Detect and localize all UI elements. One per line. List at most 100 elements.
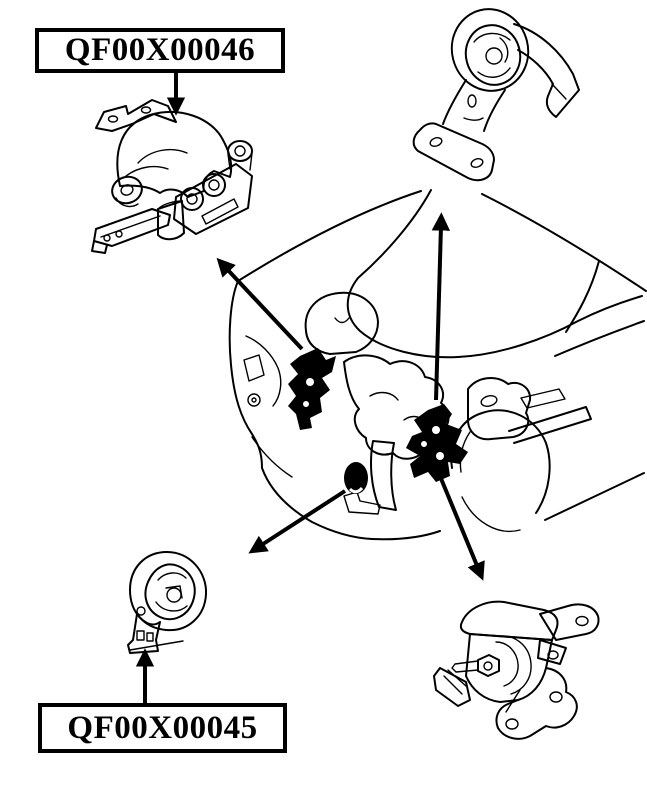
- bolt-boss: [202, 173, 226, 197]
- mount-bracket: [127, 613, 161, 654]
- highlight-front-mount-location: [344, 462, 368, 494]
- highlight-right-mount-location: [288, 348, 336, 430]
- boss-detail-line: [115, 197, 139, 208]
- bracket-slot: [136, 630, 145, 641]
- rubber-crescent: [495, 641, 519, 687]
- bushing-inner-ring: [464, 24, 522, 86]
- side-bolt-hole: [136, 606, 146, 616]
- wheel-arch: [450, 409, 551, 514]
- lower-cylinder: [157, 200, 185, 241]
- mount-dome-outline: [116, 111, 233, 198]
- bolt-boss: [180, 187, 204, 211]
- door-crease-line: [554, 320, 645, 357]
- bolt-hole: [186, 193, 198, 205]
- rubber-crescent: [157, 572, 187, 581]
- dome-detail-line: [137, 148, 188, 164]
- right-arm: [539, 603, 600, 641]
- vehicle-front-three-quarter-drawing: [228, 189, 647, 541]
- mount-top-cap: [459, 600, 559, 641]
- left-boss-hole: [120, 184, 134, 196]
- left-lower-bracket: [433, 667, 471, 707]
- front-lower-edge: [371, 530, 441, 541]
- flange-foot: [412, 122, 495, 182]
- right-strut-tower: [467, 377, 532, 441]
- windshield-and-cowl: [346, 189, 643, 359]
- rocker-sill-line: [544, 472, 645, 521]
- highlight-hole: [432, 426, 440, 434]
- mount-inner-ring: [144, 563, 196, 621]
- top-left-engine-mount-drawing: [91, 99, 253, 254]
- bracket-slot: [146, 632, 154, 642]
- part-number-callout-bottom[interactable]: QF00X00045: [38, 703, 287, 753]
- rail-hole: [115, 230, 123, 238]
- highlight-hole: [421, 441, 427, 447]
- part-number-callout-top[interactable]: QF00X00046: [35, 28, 285, 73]
- pedestal-detail-line: [463, 117, 484, 121]
- highlight-rear-mount-location: [406, 404, 468, 482]
- small-grommet-hole: [251, 397, 257, 403]
- mount-outer-ring: [129, 551, 208, 632]
- rail-inner-line: [100, 215, 161, 238]
- bottom-right-engine-mount-drawing: [433, 600, 600, 740]
- frame-rail: [508, 406, 592, 444]
- bracket-hole: [140, 106, 152, 114]
- bolt-center: [483, 661, 493, 671]
- pedestal-left-edge: [442, 79, 467, 125]
- highlight-hole: [303, 401, 309, 407]
- arm-detail-line: [551, 83, 567, 100]
- wheel-inner-curve: [461, 496, 521, 532]
- bushing-rubber-detail: [473, 32, 511, 43]
- arrow-to-top-right-mount: [431, 212, 451, 401]
- bottom-left-engine-mount-drawing: [127, 551, 208, 654]
- bushing-rubber-detail: [477, 67, 511, 78]
- arm-bolt-hole: [575, 615, 589, 627]
- upper-boss-side: [227, 152, 253, 171]
- part-number-text: QF00X00046: [64, 32, 256, 68]
- torque-rod-arm: [513, 23, 580, 118]
- radiator-strip: [370, 440, 397, 511]
- arrow-to-top-left-mount: [216, 257, 304, 351]
- pedestal-right-edge: [483, 89, 506, 132]
- bolt-block-outline: [173, 163, 253, 235]
- block-panel: [201, 198, 239, 225]
- arm-detail-line: [505, 689, 521, 713]
- upper-boss: [227, 140, 253, 162]
- bracket-hole: [107, 115, 119, 123]
- bolt-hole: [208, 179, 220, 191]
- center-bush-hole: [166, 587, 182, 603]
- pedestal-hole: [467, 94, 477, 108]
- inner-fender-line: [245, 335, 282, 407]
- dome-detail-line: [125, 165, 169, 177]
- highlight-hole: [436, 452, 444, 460]
- top-right-engine-mount-drawing: [412, 8, 580, 182]
- arrow-to-bottom-left-mount: [248, 489, 347, 554]
- door-window-line: [565, 260, 600, 333]
- strut-tower-notch: [334, 317, 350, 324]
- highlight-notch: [348, 486, 364, 494]
- lower-bolt-hole: [549, 691, 563, 703]
- a-pillar: [481, 193, 647, 292]
- left-strut-tower: [304, 291, 379, 355]
- callout-arrows: [135, 73, 485, 703]
- rail-hole: [103, 234, 111, 242]
- lower-bolt-hole: [505, 718, 519, 730]
- small-grommet: [247, 393, 261, 407]
- lower-cylinder-top: [157, 200, 183, 210]
- small-bracket: [243, 354, 265, 382]
- rubber-crescent: [501, 635, 532, 695]
- hood-edge: [237, 190, 422, 282]
- lower-right-arms: [495, 667, 578, 740]
- arm-end-face: [555, 89, 580, 118]
- rail-foot: [91, 240, 108, 254]
- flange-bolt-hole: [470, 158, 484, 168]
- bumper-inner-line: [251, 436, 293, 478]
- through-bolt-hex: [477, 654, 500, 677]
- rubber-crescent: [155, 601, 188, 612]
- upper-boss-hole: [234, 145, 246, 157]
- bushing-outer-ring: [450, 8, 530, 92]
- bracket-arm-outline: [95, 99, 177, 132]
- bolt-shaft: [451, 660, 479, 673]
- strut-tower-hole: [480, 395, 498, 407]
